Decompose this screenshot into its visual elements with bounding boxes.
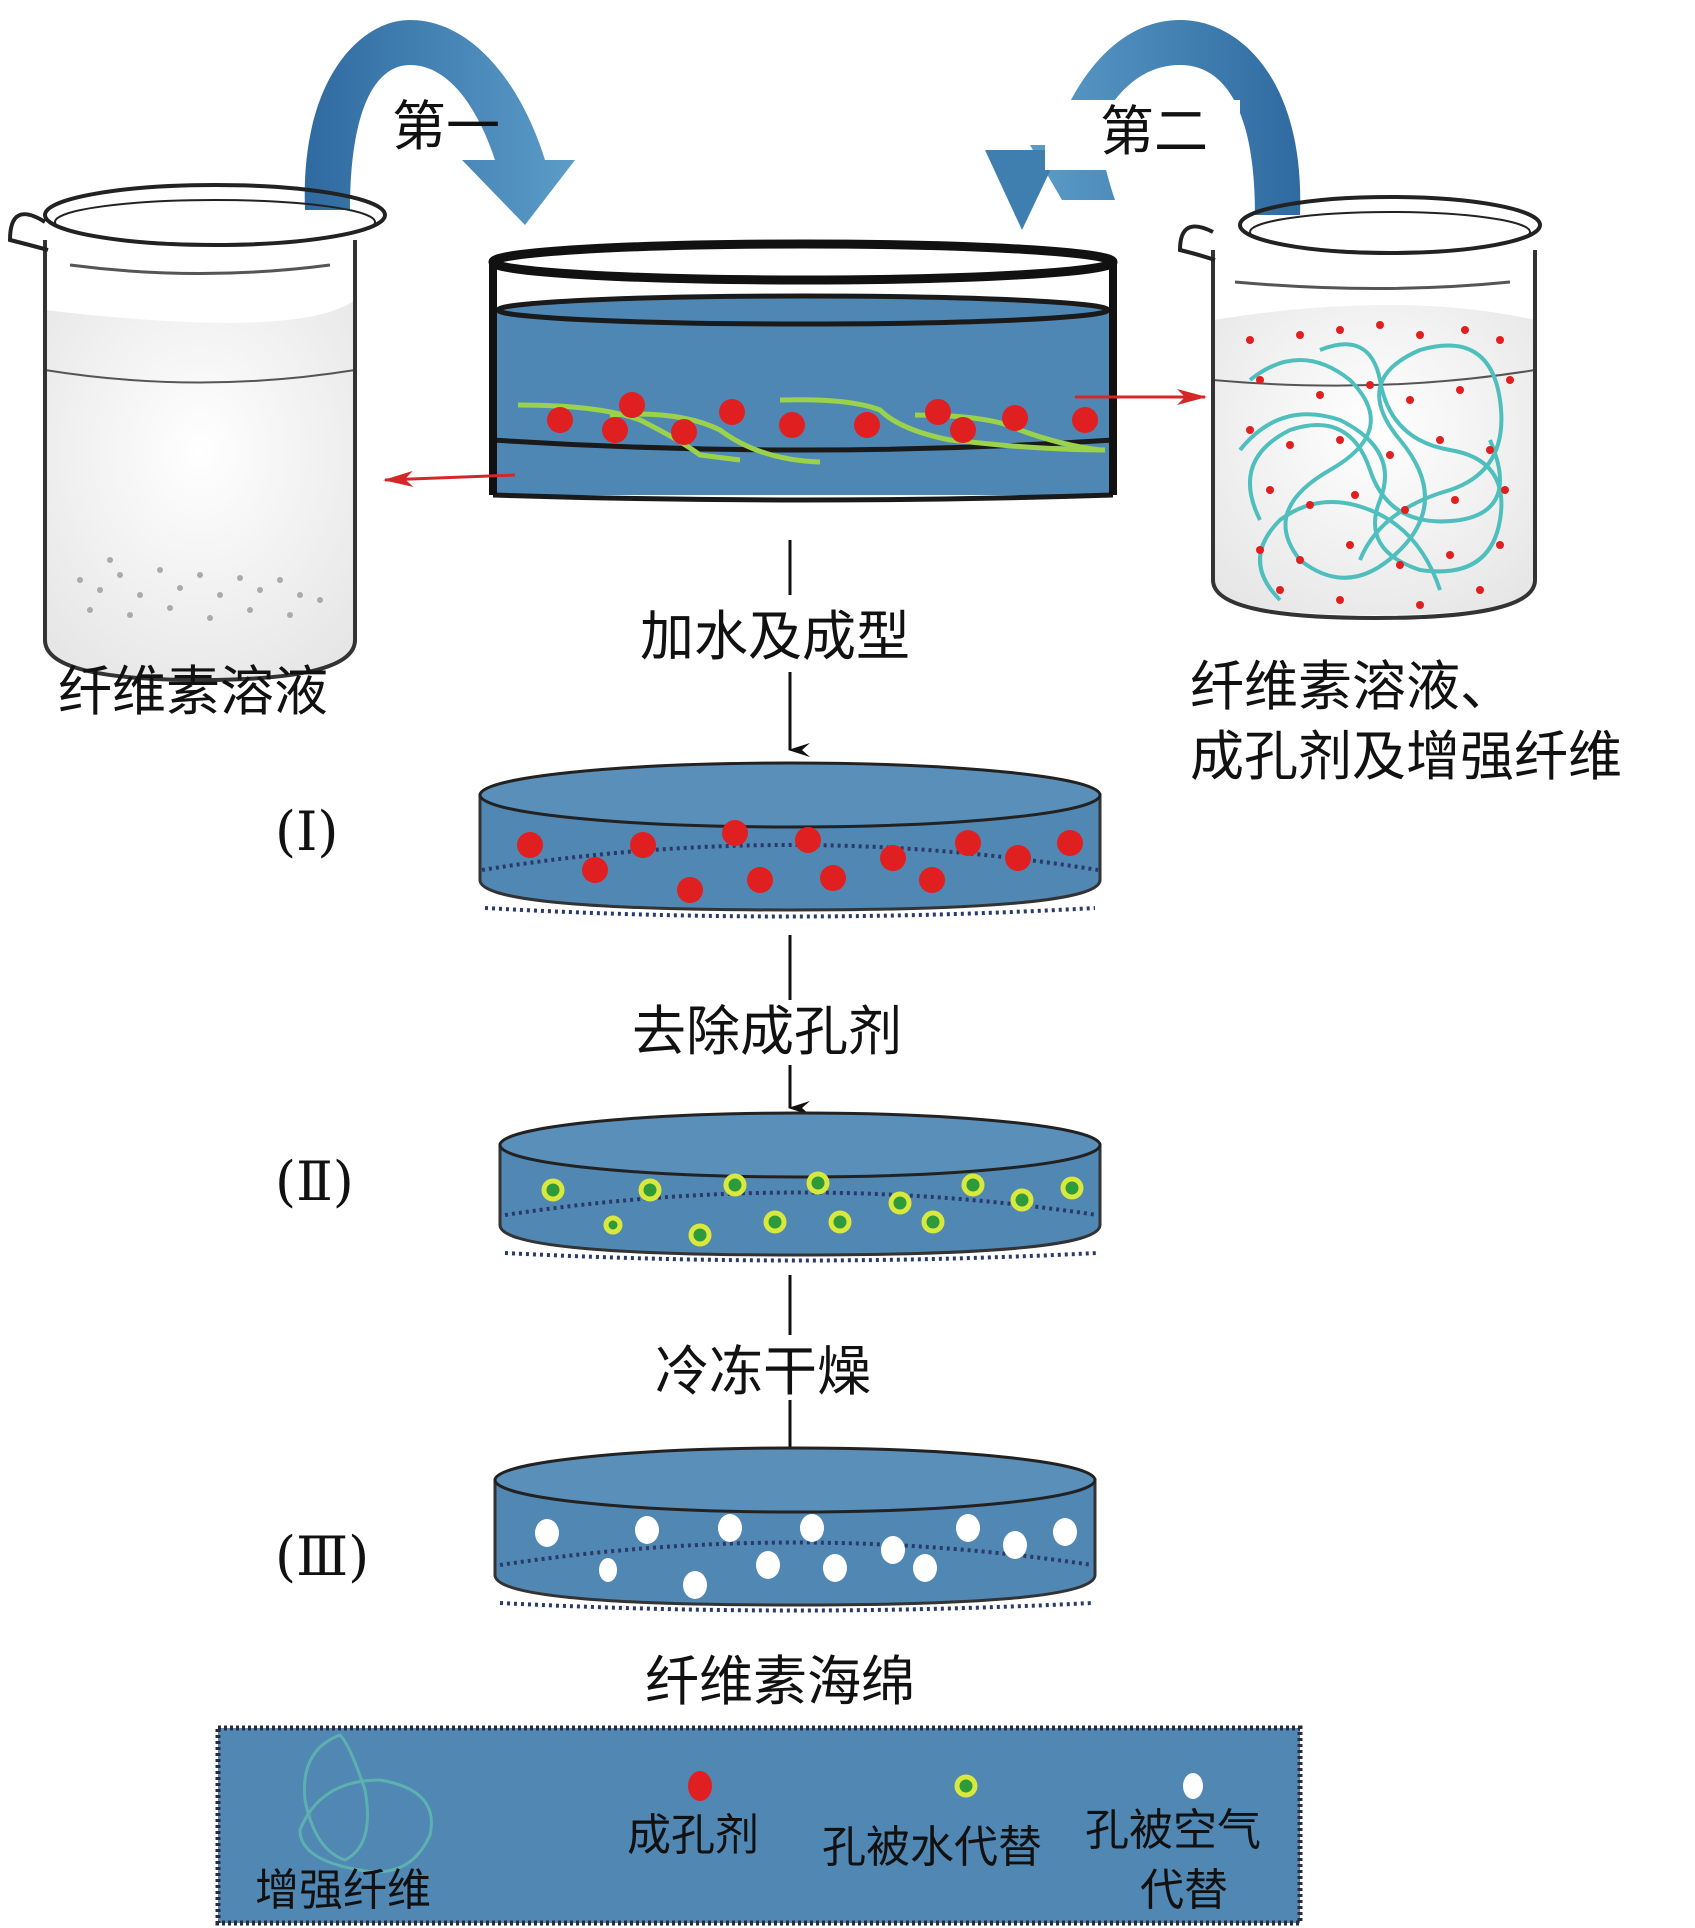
- step-one-label: 第一: [392, 95, 500, 158]
- process-step-3-label: 冷冻干燥: [655, 1340, 871, 1403]
- legend-air-pore-label-line2: 代替: [1140, 1865, 1228, 1916]
- right-beaker-icon: [1177, 195, 1542, 621]
- right-beaker-label-line1: 纤维素溶液、: [1190, 655, 1514, 718]
- legend-fiber-icon: [298, 1733, 433, 1874]
- step-one-arrow: [304, 20, 575, 225]
- stage-3-numeral: (Ⅲ): [275, 1525, 369, 1588]
- legend-porogen-label: 成孔剂: [627, 1810, 759, 1861]
- right-beaker-label-line2: 成孔剂及增强纤维: [1190, 725, 1622, 788]
- process-step-1-label: 加水及成型: [640, 605, 910, 668]
- step-two-label: 第二: [1100, 100, 1208, 163]
- legend-water-pore-label: 孔被水代替: [822, 1822, 1042, 1873]
- legend-fiber-label: 增强纤维: [255, 1865, 431, 1916]
- step-two-label-bg: [1045, 100, 1240, 170]
- left-beaker-icon: [7, 183, 387, 683]
- result-label: 纤维素海绵: [645, 1650, 915, 1713]
- transfer-arrow-left: [383, 470, 516, 487]
- stage-1-numeral: (Ⅰ): [275, 800, 338, 863]
- mixing-dish-icon: [488, 239, 1118, 503]
- process-step-2-label: 去除成孔剂: [632, 1000, 902, 1063]
- left-beaker-label: 纤维素溶液: [58, 660, 328, 723]
- legend-air-pore-label-line1: 孔被空气: [1085, 1805, 1261, 1856]
- stage-2-numeral: (Ⅱ): [275, 1150, 354, 1213]
- legend-air-pore-icon: [1183, 1773, 1203, 1799]
- stage-1-dish-icon: [478, 761, 1102, 919]
- stage-2-dish-icon: [498, 1111, 1102, 1263]
- legend-water-pore-icon: [954, 1774, 978, 1798]
- legend-box: [215, 1725, 1303, 1926]
- stage-3-dish-icon: [493, 1446, 1097, 1613]
- legend-porogen-icon: [688, 1771, 712, 1801]
